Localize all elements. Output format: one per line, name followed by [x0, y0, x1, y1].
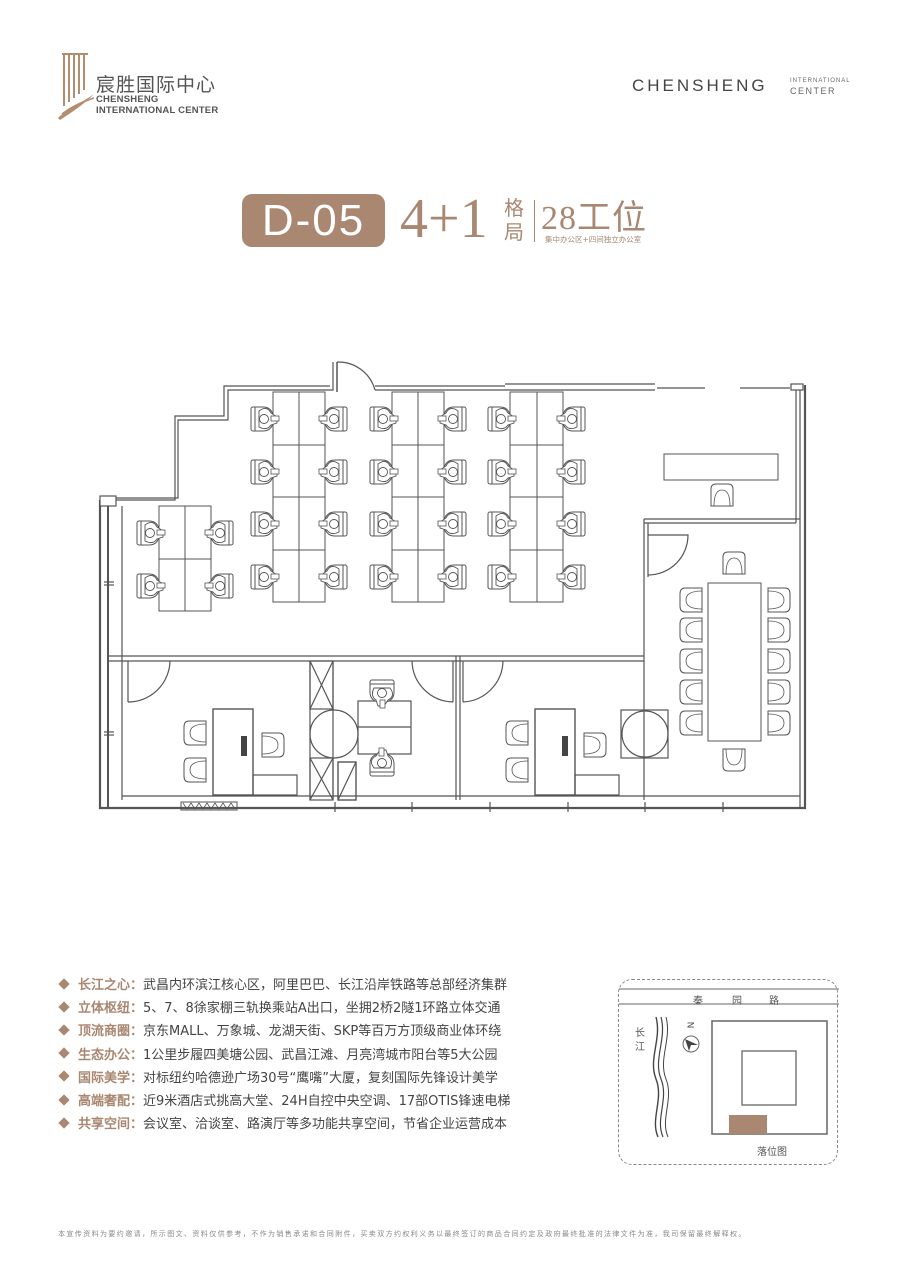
feature-text: 1公里步履四美塘公园、武昌江滩、月亮湾城市阳台等5大公园: [143, 1047, 498, 1063]
diamond-bullet-icon: [58, 1047, 70, 1059]
feature-label: 生态办公：: [78, 1047, 144, 1063]
diamond-bullet-icon: [58, 1024, 70, 1036]
wordmark-sub2: CENTER: [790, 86, 837, 96]
feature-item: 国际美学： 对标纽约哈德逊广场30号“鹰嘴”大厦，复刻国际先锋设计美学: [58, 1065, 578, 1088]
river-label-char: 长: [635, 1028, 645, 1039]
diamond-bullet-icon: [58, 1070, 70, 1083]
diamond-bullet-icon: [58, 1117, 70, 1129]
unit-badge: D-05: [242, 194, 385, 247]
disclaimer-text: 本宣传资料为要约邀请，所示图文、资料仅供参考，不作为销售承诺和合同附件，买卖双方…: [58, 1230, 747, 1238]
wordmark-sub1: INTERNATIONAL: [790, 78, 851, 84]
river-label-char: 江: [635, 1042, 645, 1053]
feature-text: 5、7、8徐家棚三轨换乘站A出口，坐拥2桥2隧1环路立体交通: [143, 1001, 501, 1017]
workstation-chairs: [136, 406, 585, 599]
feature-label: 共享空间：: [78, 1117, 144, 1133]
floor-plan: [95, 360, 815, 820]
feature-text: 京东MALL、万象城、龙湖天街、SKP等百万方顶级商业体环绕: [143, 1024, 502, 1040]
north-label: N: [684, 1021, 695, 1029]
logo-en-line1: CHENSHENG: [96, 94, 159, 105]
feature-label: 长江之心：: [78, 978, 144, 994]
road-label-char: 路: [769, 996, 779, 1007]
feature-item: 共享空间： 会议室、洽谈室、路演厅等多功能共享空间，节省企业运营成本: [58, 1111, 578, 1134]
compass-icon: [682, 1035, 700, 1053]
diamond-bullet-icon: [58, 1093, 70, 1106]
road-label-char: 园: [732, 996, 742, 1007]
feature-list: 长江之心： 武昌内环滨江核心区，阿里巴巴、长江沿岸铁路等总部经济集群 立体枢纽：…: [58, 972, 578, 1134]
feature-item: 长江之心： 武昌内环滨江核心区，阿里巴巴、长江沿岸铁路等总部经济集群: [58, 972, 578, 995]
layout-number: 4+1: [400, 188, 488, 250]
headline-divider: [534, 200, 535, 242]
diamond-bullet-icon: [58, 977, 70, 990]
road-label-char: 秦: [693, 996, 703, 1007]
layout-subtitle: 集中办公区+四间独立办公室: [545, 235, 642, 244]
feature-text: 对标纽约哈德逊广场30号“鹰嘴”大厦，复刻国际先锋设计美学: [143, 1070, 499, 1086]
feature-label: 顶流商圈：: [78, 1024, 144, 1040]
feature-item: 生态办公： 1公里步履四美塘公园、武昌江滩、月亮湾城市阳台等5大公园: [58, 1042, 578, 1065]
feature-text: 近9米酒店式挑高大堂、24H自控中央空调、17部OTIS锋速电梯: [143, 1094, 511, 1110]
location-map: 秦 园 路 长 江 N 落位图: [618, 979, 839, 1165]
wordmark-brand: CHENSHENG: [632, 76, 768, 95]
feature-text: 会议室、洽谈室、路演厅等多功能共享空间，节省企业运营成本: [143, 1117, 508, 1133]
seat-count: 28工位: [541, 200, 647, 237]
logo-chensheng: 宸胜国际中心 CHENSHENG INTERNATIONAL CENTER: [56, 50, 236, 122]
feature-item: 高端奢配： 近9米酒店式挑高大堂、24H自控中央空调、17部OTIS锋速电梯: [58, 1088, 578, 1111]
feature-label: 国际美学：: [78, 1070, 144, 1086]
diamond-bullet-icon: [58, 1001, 70, 1013]
logo-columns-icon: [58, 53, 95, 120]
logo-cn-text: 宸胜国际中心: [96, 74, 217, 96]
logo-en-line2: INTERNATIONAL CENTER: [96, 105, 219, 116]
layout-word: 格局: [504, 196, 524, 244]
feature-item: 立体枢纽： 5、7、8徐家棚三轨换乘站A出口，坐拥2桥2隧1环路立体交通: [58, 995, 578, 1018]
feature-item: 顶流商圈： 京东MALL、万象城、龙湖天街、SKP等百万方顶级商业体环绕: [58, 1018, 578, 1041]
feature-label: 立体枢纽：: [78, 1001, 144, 1017]
location-caption: 落位图: [757, 1147, 787, 1158]
feature-label: 高端奢配：: [78, 1094, 144, 1110]
feature-text: 武昌内环滨江核心区，阿里巴巴、长江沿岸铁路等总部经济集群: [143, 978, 508, 994]
